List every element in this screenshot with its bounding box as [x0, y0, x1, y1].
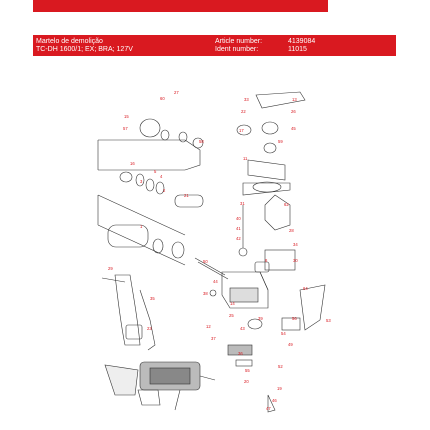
callout-26: 26: [291, 109, 296, 114]
callout-35: 35: [150, 296, 155, 301]
right-bracket: [281, 284, 326, 331]
number-labels: Article number: Ident number:: [215, 38, 262, 54]
callout-50: 50: [203, 259, 208, 264]
ident-number-value: 11015: [288, 46, 307, 53]
callout-46: 46: [272, 398, 277, 403]
callout-64: 64: [303, 286, 308, 291]
lower-middle-parts: [227, 318, 276, 413]
callout-58: 58: [199, 139, 204, 144]
callout-47: 47: [266, 406, 271, 411]
callout-markers: 27 60 15 57 33 13 22 26 17 45 58 59 16 1…: [108, 90, 331, 411]
callout-60: 60: [160, 96, 165, 101]
article-number-value: 4139084: [288, 38, 316, 45]
title-bar: Martelo de demolição TC-DH 1600/1; EX; B…: [33, 35, 396, 56]
callout-15: 15: [124, 114, 129, 119]
sleeve-assembly-lower: [97, 194, 186, 266]
callout-21: 21: [184, 193, 189, 198]
callout-33: 33: [244, 97, 249, 102]
callout-43: 43: [240, 326, 245, 331]
callout-12: 12: [206, 324, 211, 329]
callout-55: 55: [245, 368, 250, 373]
upper-right-stack: [236, 91, 306, 196]
callout-56: 56: [292, 316, 297, 321]
callout-52: 52: [278, 364, 283, 369]
number-values: 4139084 11015: [288, 38, 315, 54]
callout-59: 59: [278, 139, 283, 144]
callout-30: 30: [293, 258, 298, 263]
top-brand-bar: [33, 0, 328, 12]
callout-11: 11: [243, 156, 248, 161]
callout-19: 19: [277, 386, 282, 391]
main-housing: [221, 271, 269, 309]
callout-8: 8: [265, 258, 268, 263]
callout-54: 54: [281, 331, 286, 336]
callout-5: 5: [154, 169, 157, 174]
central-motor-column: [238, 194, 296, 273]
product-variant: TC-DH 1600/1; EX; BRA; 127V: [36, 46, 133, 53]
callout-38: 38: [203, 291, 208, 296]
callout-1: 1: [140, 224, 143, 229]
callout-45: 45: [291, 126, 296, 131]
callout-4: 4: [160, 174, 163, 179]
callout-62: 62: [284, 202, 289, 207]
product-name: Martelo de demolição: [36, 38, 103, 45]
callout-25: 25: [229, 313, 234, 318]
callout-42: 42: [236, 236, 241, 241]
callout-53: 53: [326, 318, 331, 323]
callout-37: 37: [211, 336, 216, 341]
callout-22: 22: [241, 109, 246, 114]
callout-57: 57: [123, 126, 128, 131]
callout-41: 41: [236, 226, 241, 231]
callout-13: 13: [292, 97, 297, 102]
sleeve-assembly-upper: [97, 118, 204, 208]
callout-17: 17: [239, 128, 244, 133]
callout-31: 31: [240, 201, 245, 206]
assembled-hammer: [104, 361, 216, 411]
callout-2: 2: [163, 188, 166, 193]
chisel-rod: [194, 257, 229, 297]
callout-40: 40: [236, 216, 241, 221]
callout-16: 16: [130, 161, 135, 166]
callout-23: 23: [147, 326, 152, 331]
callout-34: 34: [293, 242, 298, 247]
article-number-label: Article number:: [215, 38, 263, 45]
callout-27: 27: [174, 90, 179, 95]
callout-3: 3: [140, 179, 143, 184]
product-title: Martelo de demolição TC-DH 1600/1; EX; B…: [36, 38, 133, 54]
callout-49: 49: [288, 342, 293, 347]
side-handle: [101, 274, 156, 351]
callout-20: 20: [244, 379, 249, 384]
callout-29: 29: [108, 266, 113, 271]
callout-44: 44: [213, 279, 218, 284]
callout-36: 36: [238, 351, 243, 356]
ident-number-label: Ident number:: [215, 46, 259, 53]
callout-28: 28: [289, 228, 294, 233]
callout-14: 14: [230, 301, 235, 306]
callout-39: 39: [258, 316, 263, 321]
